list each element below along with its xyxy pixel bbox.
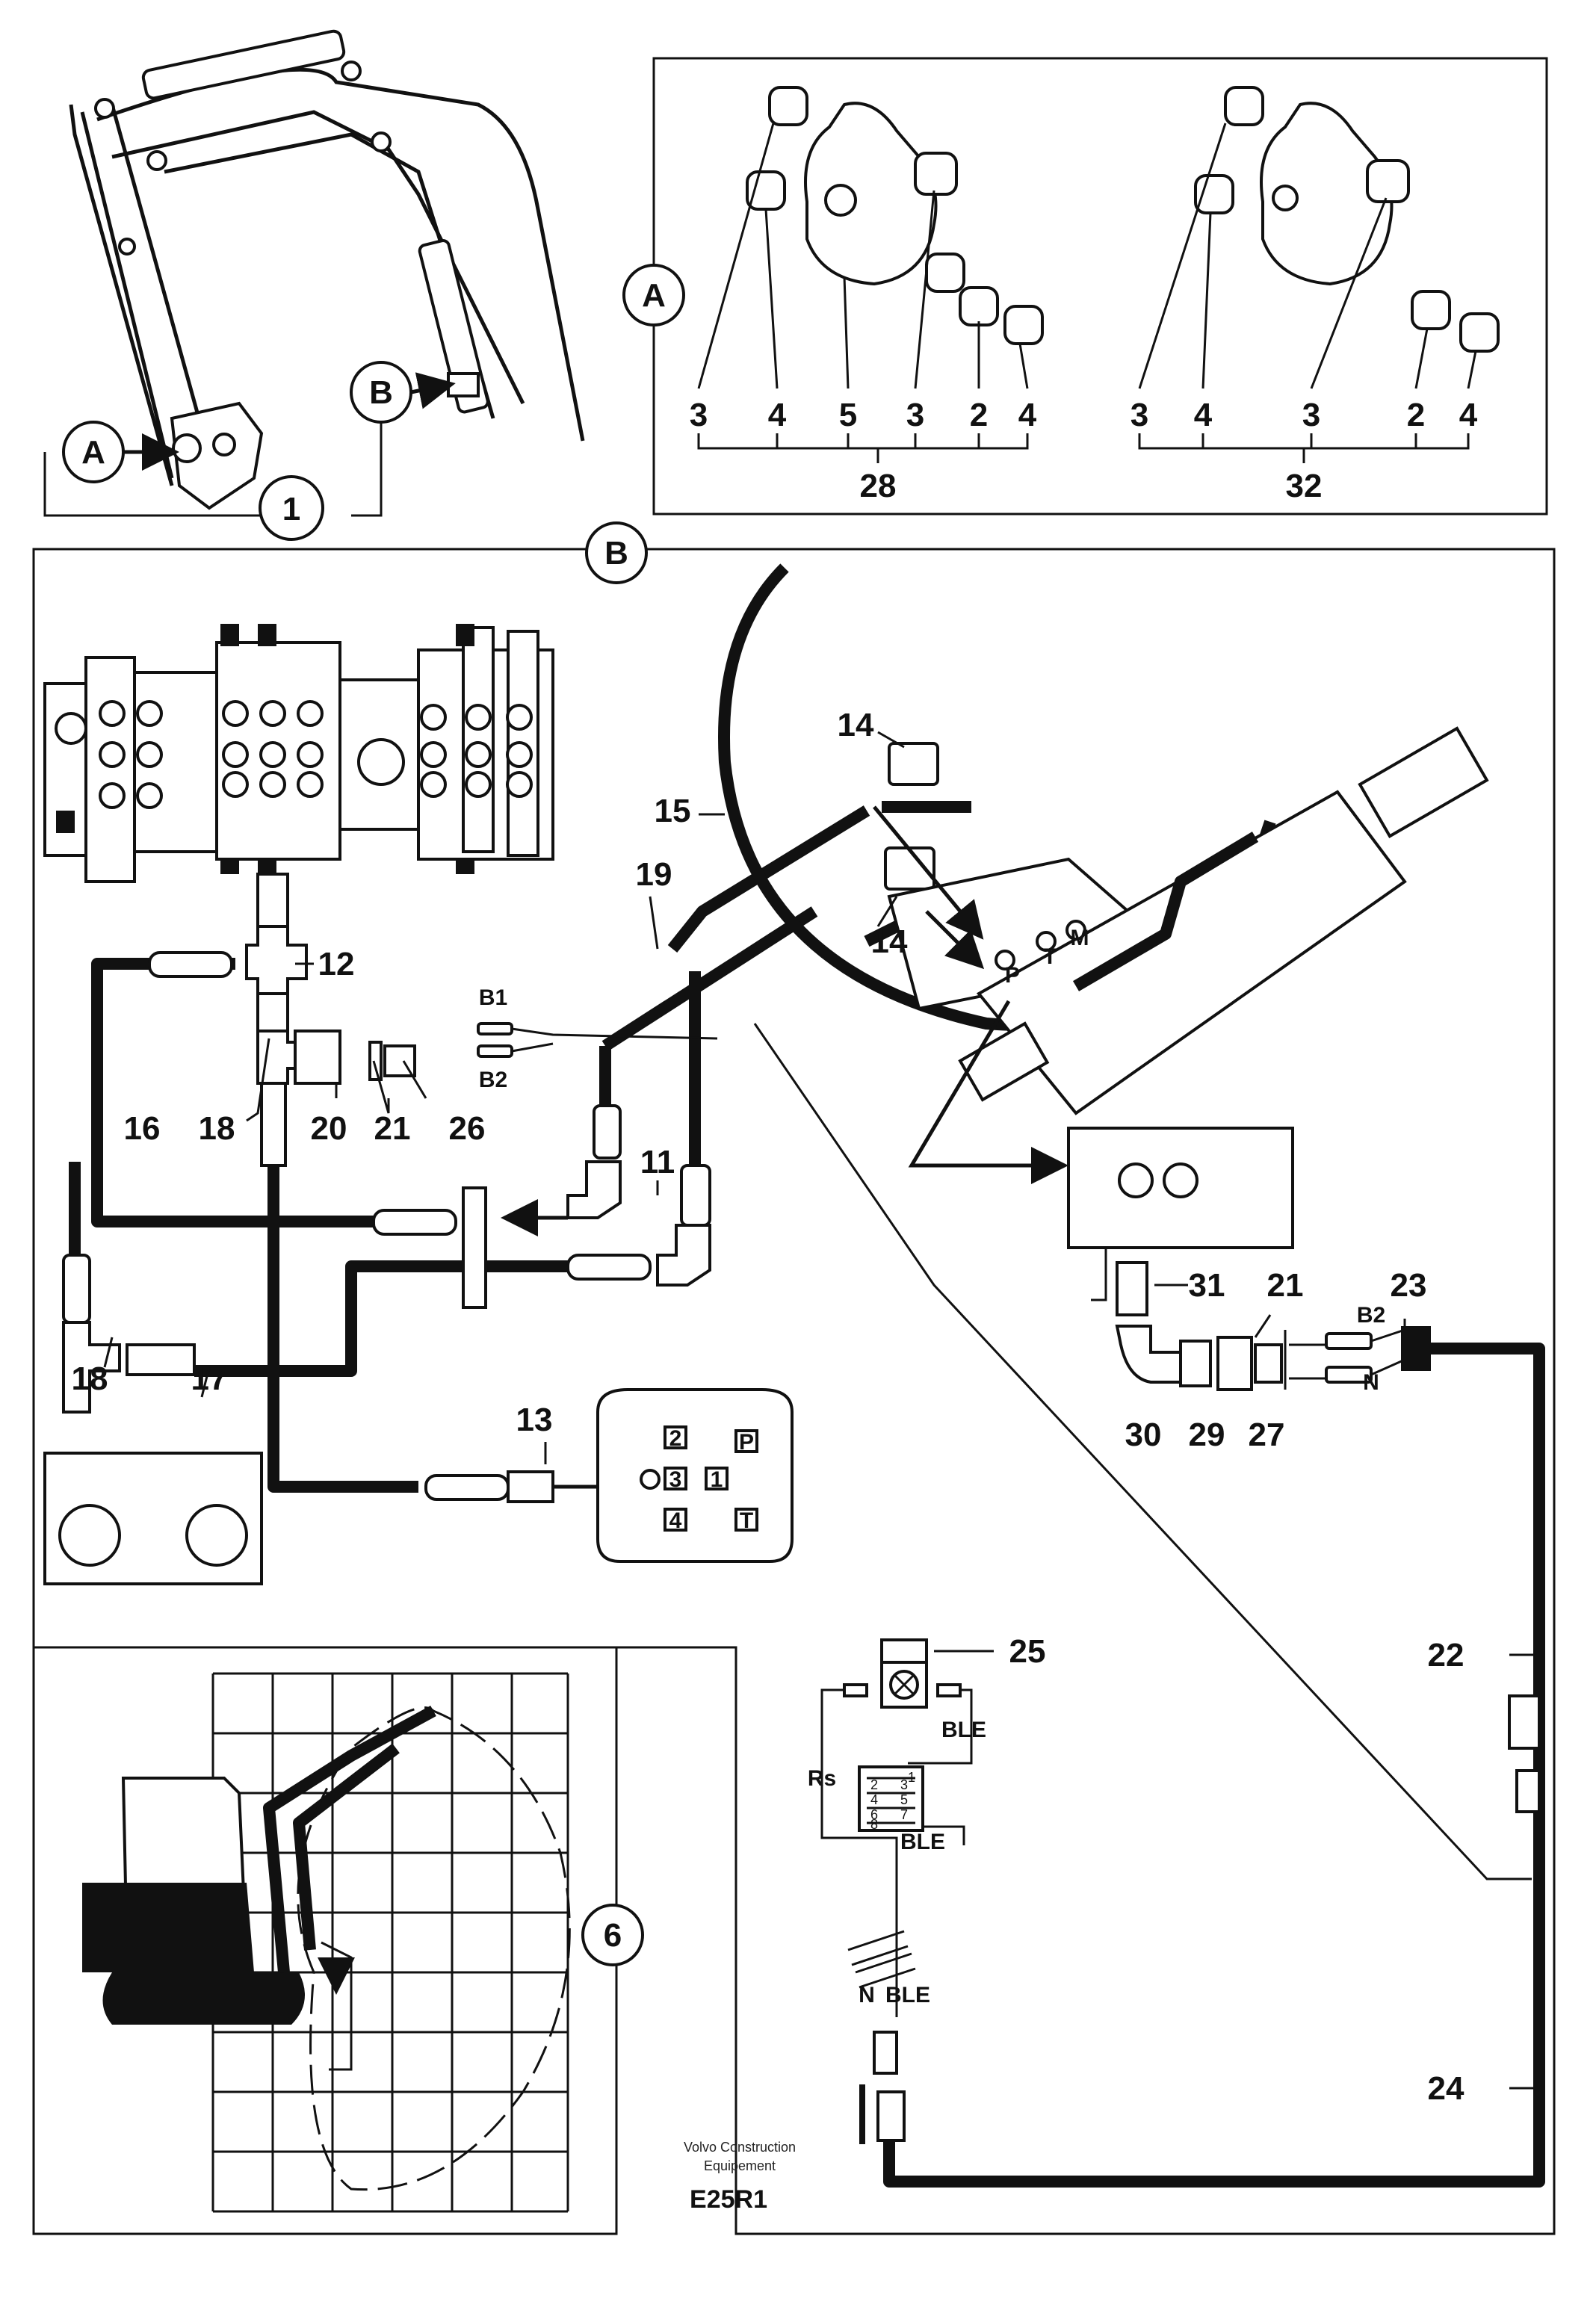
label-b2-left: B2 <box>479 1068 507 1092</box>
label-14-top: 14 <box>838 707 874 743</box>
set28-label-4: 3 <box>906 397 924 433</box>
label-22: 22 <box>1428 1637 1464 1674</box>
drawing-code: E25R1 <box>690 2185 767 2214</box>
excavator-silhouette <box>82 1705 436 2025</box>
label-24: 24 <box>1428 2070 1464 2107</box>
label-16: 16 <box>124 1110 161 1147</box>
label-17: 17 <box>191 1360 228 1397</box>
pedal-port-p: P <box>739 1430 754 1455</box>
label-12: 12 <box>318 946 355 982</box>
port-t: T <box>1043 944 1057 969</box>
pilot-valve: 2 P 3 1 4 T <box>596 1388 794 1563</box>
callout-b: B <box>369 374 393 411</box>
callout-a: A <box>81 434 105 471</box>
label-21-top: 21 <box>374 1110 411 1147</box>
set28-label-2: 4 <box>768 397 787 433</box>
excavator-arm-view: A B 1 <box>43 29 585 541</box>
set32-label-4: 2 <box>1407 397 1425 433</box>
label-b1: B1 <box>479 985 507 1010</box>
label-14-bottom: 14 <box>871 923 908 960</box>
label-18-top: 18 <box>199 1110 235 1147</box>
wire-ble-3: BLE <box>885 1983 930 2007</box>
callout-1: 1 <box>282 491 300 527</box>
label-11: 11 <box>640 1144 675 1180</box>
port-p: P <box>1005 963 1020 988</box>
set28-label-6: 4 <box>1018 397 1037 433</box>
label-13: 13 <box>516 1402 553 1438</box>
set32-label-5: 4 <box>1459 397 1478 433</box>
set32-label-3: 3 <box>1302 397 1320 433</box>
detail-a-badge: A <box>642 277 666 314</box>
detail-b-panel: B <box>32 521 1556 2235</box>
label-19: 19 <box>636 856 672 893</box>
set32-label-2: 4 <box>1194 397 1213 433</box>
label-20: 20 <box>311 1110 347 1147</box>
bushing-set-32: 3 4 3 2 4 32 <box>1130 86 1500 504</box>
label-27: 27 <box>1249 1417 1285 1453</box>
socket-pin-3: 3 <box>900 1777 908 1792</box>
wire-ble-2: BLE <box>900 1830 945 1854</box>
pedal-port-1: 1 <box>711 1467 723 1492</box>
wiring-labels: Rs BLE BLE N BLE 2 3 4 5 6 7 8 1 <box>808 1718 986 2007</box>
label-29: 29 <box>1189 1417 1225 1453</box>
label-15: 15 <box>655 793 691 829</box>
pedal-port-4: 4 <box>669 1508 682 1533</box>
label-25: 25 <box>1009 1633 1046 1670</box>
control-valve-block <box>43 624 554 883</box>
set28-total: 28 <box>860 468 897 504</box>
set32-label-1: 3 <box>1130 397 1148 433</box>
label-23: 23 <box>1391 1267 1427 1304</box>
detail-a-panel: A 3 4 5 3 2 4 28 <box>622 57 1548 516</box>
label-26: 26 <box>449 1110 486 1147</box>
socket-pin-1: 1 <box>908 1770 915 1785</box>
part-number-labels: 12 16 18 20 21 26 B1 B2 19 11 15 14 14 P… <box>72 707 1464 2107</box>
credit-line-1: Volvo Construction <box>684 2140 796 2155</box>
wire-rs: Rs <box>808 1766 836 1791</box>
pedal-port-2: 2 <box>669 1426 682 1451</box>
pedal-port-3: 3 <box>669 1467 682 1492</box>
credit-line-2: Equipement <box>704 2158 776 2173</box>
label-31: 31 <box>1189 1267 1225 1304</box>
right-fitting-assembly <box>859 1261 1545 2188</box>
right-hose-assembly <box>501 563 1532 1880</box>
label-b2-right: B2 <box>1357 1303 1385 1328</box>
wiring-harness <box>820 1638 973 2017</box>
set28-label-1: 3 <box>690 397 708 433</box>
pedal-port-t: T <box>740 1508 753 1533</box>
set28-label-5: 2 <box>970 397 988 433</box>
socket-pin-7: 7 <box>900 1807 908 1822</box>
label-21-right: 21 <box>1267 1267 1304 1304</box>
port-m: M <box>1071 926 1089 950</box>
label-n-wire: N <box>1363 1370 1379 1395</box>
set32-total: 32 <box>1286 468 1323 504</box>
label-30: 30 <box>1125 1417 1162 1453</box>
wire-ble-1: BLE <box>941 1718 986 1742</box>
socket-pin-4: 4 <box>870 1792 878 1807</box>
leader-lines <box>103 731 1541 2090</box>
socket-pin-6: 6 <box>870 1807 878 1822</box>
detail-b-badge: B <box>604 535 628 572</box>
socket-pin-2: 2 <box>870 1777 878 1792</box>
set28-label-3: 5 <box>839 397 857 433</box>
socket-pin-8: 8 <box>870 1817 878 1832</box>
socket-pin-5: 5 <box>900 1792 908 1807</box>
grid-panel-badge: 6 <box>604 1917 622 1954</box>
publisher-credit: Volvo Construction Equipement E25R1 <box>684 2140 796 2214</box>
bushing-set-28: 3 4 5 3 2 4 28 <box>690 86 1044 504</box>
working-range-panel: 6 <box>32 1646 644 2235</box>
wire-n: N <box>859 1983 875 2007</box>
label-18-bottom: 18 <box>72 1360 108 1397</box>
